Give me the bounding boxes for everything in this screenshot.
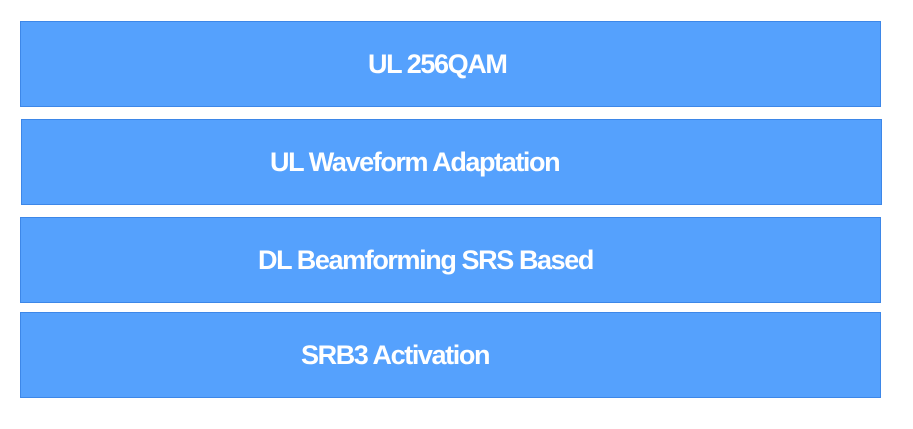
feature-label-dl-beamforming-srs-based: DL Beamforming SRS Based xyxy=(258,244,594,275)
feature-label-ul-256qam: UL 256QAM xyxy=(368,48,508,79)
feature-label-srb3-activation: SRB3 Activation xyxy=(301,339,490,370)
feature-box-ul-waveform-adaptation: UL Waveform Adaptation xyxy=(21,119,882,205)
feature-box-dl-beamforming-srs-based: DL Beamforming SRS Based xyxy=(20,217,881,303)
feature-label-ul-waveform-adaptation: UL Waveform Adaptation xyxy=(270,146,561,177)
feature-box-ul-256qam: UL 256QAM xyxy=(20,21,881,107)
feature-box-srb3-activation: SRB3 Activation xyxy=(20,312,881,398)
